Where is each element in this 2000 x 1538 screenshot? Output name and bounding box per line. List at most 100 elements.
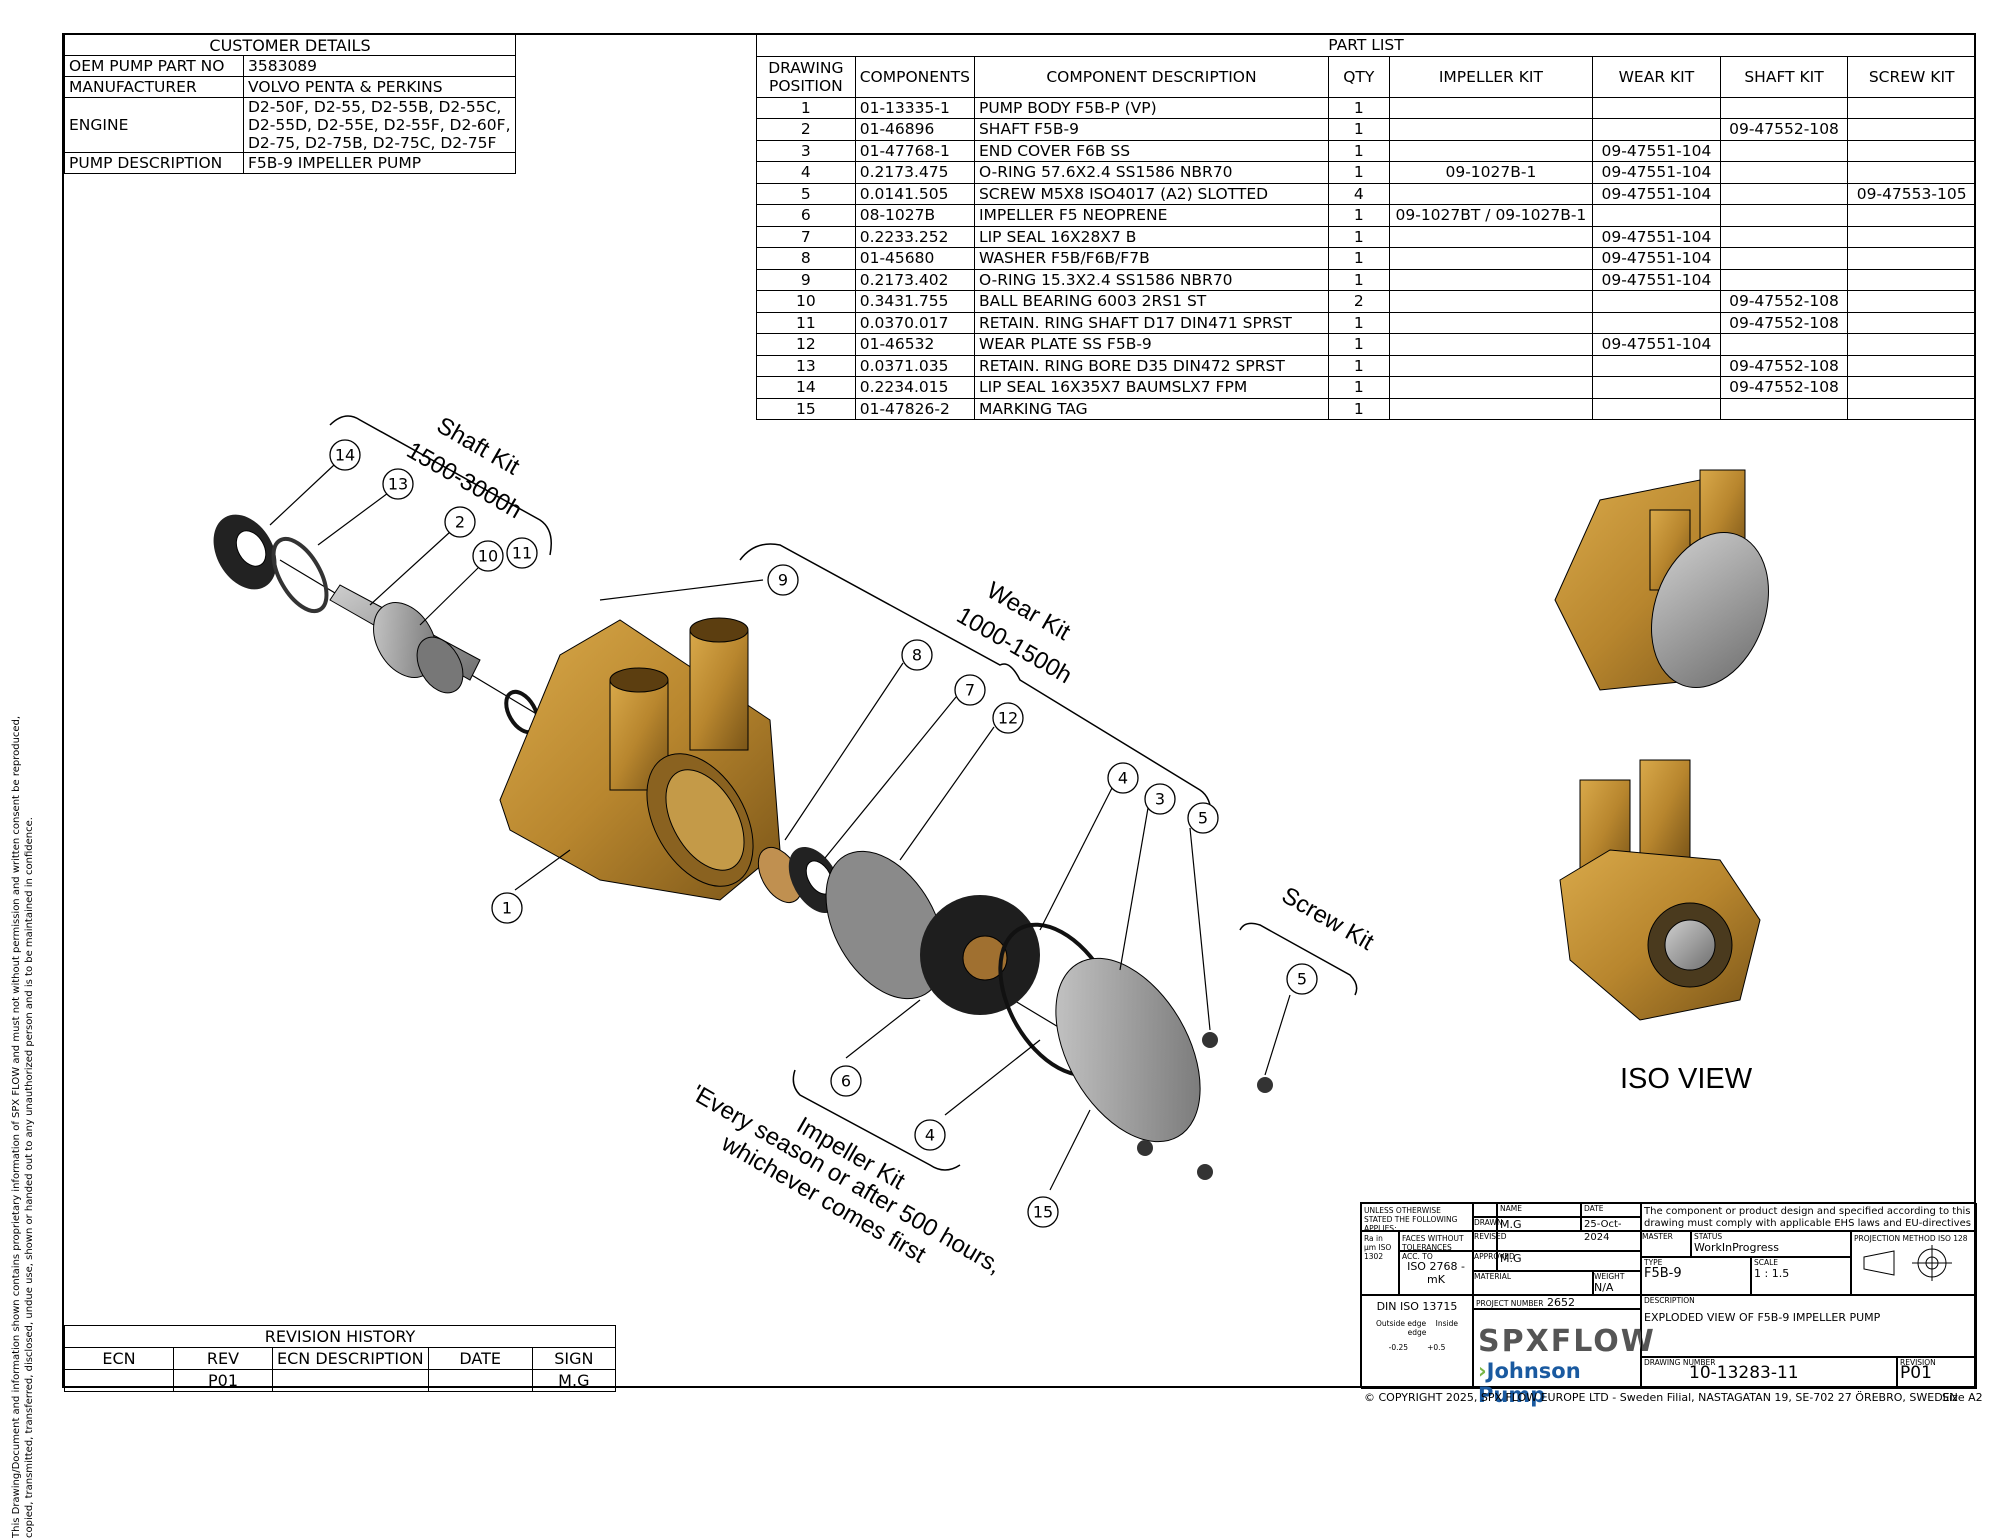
part-cell: 01-47826-2 (854, 397, 975, 420)
retaining-ring-13-part (271, 536, 329, 614)
wear-plate-12-part (825, 850, 945, 1000)
callout-balloon: 8 (901, 639, 933, 671)
callout-balloon: 4 (914, 1119, 946, 1151)
callout-balloon: 5 (1286, 963, 1318, 995)
svg-text:4: 4 (1118, 769, 1128, 788)
svg-text:6: 6 (841, 1072, 851, 1091)
callout-balloon: 9 (767, 564, 799, 596)
brand-logo: SPXFLOW ›Johnson Pump (1473, 1309, 1654, 1407)
svg-text:13: 13 (388, 475, 408, 494)
part-cell: O-RING 57.6X2.4 SS1586 NBR70 (973, 161, 1329, 184)
impeller-6-part (920, 895, 1040, 1015)
callout-balloon: 2 (444, 506, 476, 538)
part-cell: 01-13335-1 (854, 96, 975, 119)
callout-balloon: 14 (329, 439, 361, 471)
rev-col-rev: REV (173, 1347, 273, 1370)
rev-cell: P01 (173, 1369, 273, 1392)
end-cover-3-part (1055, 957, 1201, 1143)
rev-col-description: ECN DESCRIPTION (272, 1347, 429, 1370)
leader-lines (269, 464, 1291, 1191)
screw-5-parts (1137, 1032, 1273, 1180)
sheet-size: Size A2 (1942, 1391, 1983, 1404)
svg-text:15: 15 (1033, 1203, 1053, 1222)
part-cell: 01-46896 (854, 118, 975, 141)
svg-text:5: 5 (1198, 809, 1208, 828)
part-cell (1388, 397, 1594, 420)
part-cell: 09-47551-104 (1592, 268, 1721, 291)
svg-text:10: 10 (478, 547, 498, 566)
iso-view-bottom (1559, 759, 1761, 1021)
part-cell: PUMP BODY F5B-P (VP) (973, 96, 1329, 119)
impeller-kit-interval-1: 'Every season or after 500 hours, (687, 1080, 1006, 1280)
col-wear-kit: WEAR KIT (1592, 55, 1721, 98)
customer-value: F5B-9 IMPELLER PUMP (243, 152, 516, 174)
part-cell: IMPELLER F5 NEOPRENE (973, 204, 1329, 227)
rev-cell (427, 1369, 533, 1392)
part-cell: SCREW M5X8 ISO4017 (A2) SLOTTED (973, 182, 1329, 205)
callout-balloon: 5 (1187, 802, 1219, 834)
svg-text:4: 4 (925, 1126, 935, 1145)
part-cell: 09-47551-104 (1592, 225, 1721, 248)
svg-text:5: 5 (1297, 970, 1307, 989)
part-cell (1388, 96, 1594, 119)
svg-text:11: 11 (512, 544, 532, 563)
part-cell: 09-47552-108 (1719, 311, 1849, 334)
callout-balloon: 3 (1144, 783, 1176, 815)
part-cell: 0.2173.402 (854, 268, 975, 291)
drawing-frame (62, 33, 1976, 1388)
col-shaft-kit: SHAFT KIT (1719, 55, 1849, 98)
part-cell: 1 (1327, 96, 1390, 119)
part-cell: 01-46532 (854, 333, 975, 356)
callout-balloon: 10 (472, 540, 504, 572)
part-cell: 13 (756, 354, 856, 377)
shaft-and-bearing-part (329, 584, 481, 694)
part-cell: BALL BEARING 6003 2RS1 ST (973, 290, 1329, 313)
customer-value: VOLVO PENTA & PERKINS (243, 76, 516, 98)
part-cell: 08-1027B (854, 204, 975, 227)
customer-label: PUMP DESCRIPTION (64, 152, 244, 174)
part-cell: WASHER F5B/F6B/F7B (973, 247, 1329, 270)
col-components: COMPONENTS (854, 55, 975, 98)
part-cell: 14 (756, 376, 856, 399)
customer-label: OEM PUMP PART NO (64, 55, 244, 77)
callout-balloon: 4 (1107, 762, 1139, 794)
screw-kit-brace (1239, 922, 1358, 996)
impeller-kit-brace (792, 1069, 961, 1171)
revision-header: REVISION HISTORY (64, 1325, 616, 1348)
rev-col-ecn: ECN (64, 1347, 174, 1370)
callout-balloons: 14 13 2 10 11 9 8 7 12 4 3 5 5 1 6 4 15 (329, 439, 1318, 1228)
callout-balloon: 11 (506, 537, 538, 569)
copyright-line: © COPYRIGHT 2025, SPX FLOW EUROPE LTD - … (1364, 1391, 1958, 1404)
svg-text:7: 7 (965, 681, 975, 700)
part-cell (1847, 96, 1976, 119)
screw-kit-label: Screw Kit (1277, 882, 1379, 956)
svg-text:2: 2 (455, 513, 465, 532)
wear-kit-brace (739, 543, 1212, 831)
callout-balloon: 13 (382, 468, 414, 500)
part-cell: 15 (756, 397, 856, 420)
part-cell: 10 (756, 290, 856, 313)
col-description: COMPONENT DESCRIPTION (973, 55, 1329, 98)
part-cell: 09-1027BT / 09-1027B-1 (1388, 204, 1594, 227)
part-cell: LIP SEAL 16X35X7 BAUMSLX7 FPM (973, 376, 1329, 399)
part-cell: MARKING TAG (973, 397, 1329, 420)
callout-balloon: 1 (491, 892, 523, 924)
part-cell: 09-47551-104 (1592, 247, 1721, 270)
part-cell (1847, 397, 1976, 420)
svg-text:3: 3 (1155, 790, 1165, 809)
svg-text:12: 12 (998, 709, 1018, 728)
part-cell: 1 (1327, 397, 1390, 420)
